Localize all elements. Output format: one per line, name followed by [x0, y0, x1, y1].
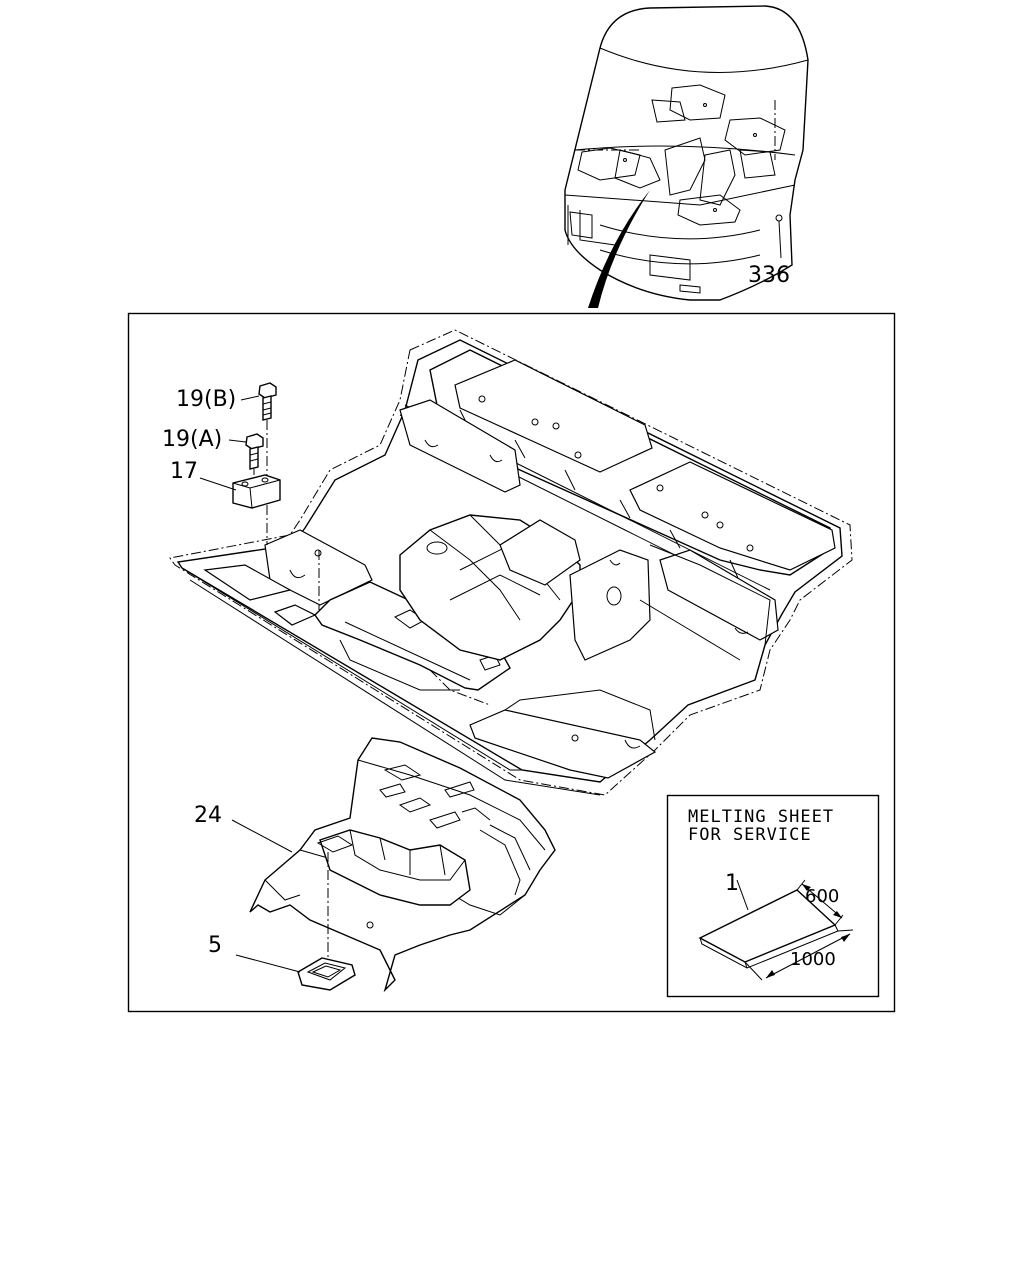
callout-17: 17 [170, 459, 198, 484]
floor-panel [169, 329, 853, 796]
insulator-24 [231, 737, 556, 993]
callout-19b: 19(B) [176, 387, 236, 412]
detail-frame [127, 312, 896, 1013]
service-box-title-line1: MELTING SHEET [688, 807, 834, 827]
service-box-title-line2: FOR SERVICE [688, 825, 812, 845]
callout-336: 336 [748, 263, 790, 288]
service-box [666, 794, 880, 998]
callout-19a: 19(A) [162, 427, 222, 452]
cab-overview [564, 5, 809, 308]
dimension-600: 600 [805, 886, 839, 907]
melting-sheet-inset: MELTING SHEET FOR SERVICE [666, 794, 880, 998]
callout-24: 24 [194, 803, 222, 828]
callout-1: 1 [725, 871, 739, 896]
callout-5: 5 [208, 933, 222, 958]
bracket-assembly [199, 382, 320, 610]
grommet-5 [235, 954, 356, 991]
dimension-1000: 1000 [790, 949, 836, 970]
